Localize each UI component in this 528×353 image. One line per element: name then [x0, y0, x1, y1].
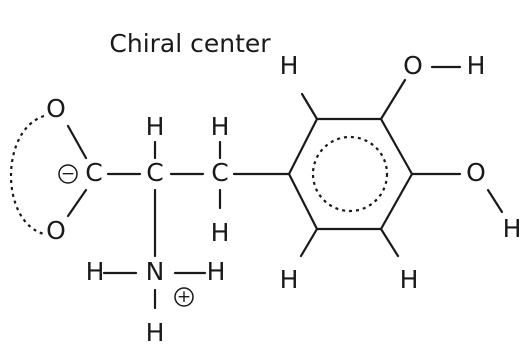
- bond-c-o-top: [66, 124, 88, 160]
- negative-charge: −: [58, 164, 78, 184]
- ring-bond-1: [287, 117, 319, 176]
- ring-h-bottom-left-bond: [299, 227, 319, 258]
- atom-n-amine: N: [146, 257, 165, 286]
- atom-o-hydroxyl-top: O: [403, 51, 423, 80]
- ring-bond-6: [287, 172, 319, 231]
- bond-c-o-bottom: [66, 188, 88, 218]
- ring-h-bottom-right-bond: [379, 227, 400, 258]
- atom-h-beta-bottom: H: [211, 218, 230, 247]
- atom-o-carboxyl-top: O: [46, 94, 66, 123]
- ring-bond-3: [379, 117, 414, 176]
- positive-charge-ring: [174, 287, 194, 307]
- atom-h-ring-bottom-left: H: [280, 265, 299, 294]
- atom-h-ring-bottom-right: H: [400, 265, 419, 294]
- atom-h-alpha: H: [146, 112, 165, 141]
- atom-h-amine-right: H: [207, 257, 226, 286]
- atom-h-beta-top: H: [211, 112, 230, 141]
- positive-charge-symbol: +: [177, 287, 191, 307]
- aromatic-delocalization-circle: [311, 135, 389, 213]
- atom-h-ring-top: H: [280, 51, 299, 80]
- positive-charge: +: [174, 287, 194, 307]
- atom-c-beta: C: [211, 158, 228, 187]
- atom-o-carboxyl-bottom: O: [46, 216, 66, 245]
- atom-c-carboxyl: C: [85, 158, 102, 187]
- atom-o-hydroxyl-right: O: [466, 158, 486, 187]
- carboxylate-resonance-arc: [9, 114, 45, 236]
- ring-o-top-bond: [379, 78, 407, 121]
- atom-labels: O C O C H C H H H N H H H H H O H O H: [46, 51, 521, 347]
- ring-bond-4: [379, 172, 414, 231]
- bond-o-h-right: [486, 188, 504, 214]
- ring-h-top-bond: [300, 92, 319, 121]
- atom-h-hydroxyl-top: H: [467, 51, 486, 80]
- atom-h-amine-left: H: [86, 257, 105, 286]
- chiral-center-caption: Chiral center: [109, 29, 271, 58]
- negative-charge-symbol: −: [61, 164, 75, 184]
- negative-charge-ring: [58, 164, 78, 184]
- atom-h-hydroxyl-right: H: [503, 214, 522, 243]
- atom-c-alpha: C: [146, 158, 163, 187]
- atom-h-amine-bottom: H: [146, 318, 165, 347]
- bonds: [66, 65, 504, 310]
